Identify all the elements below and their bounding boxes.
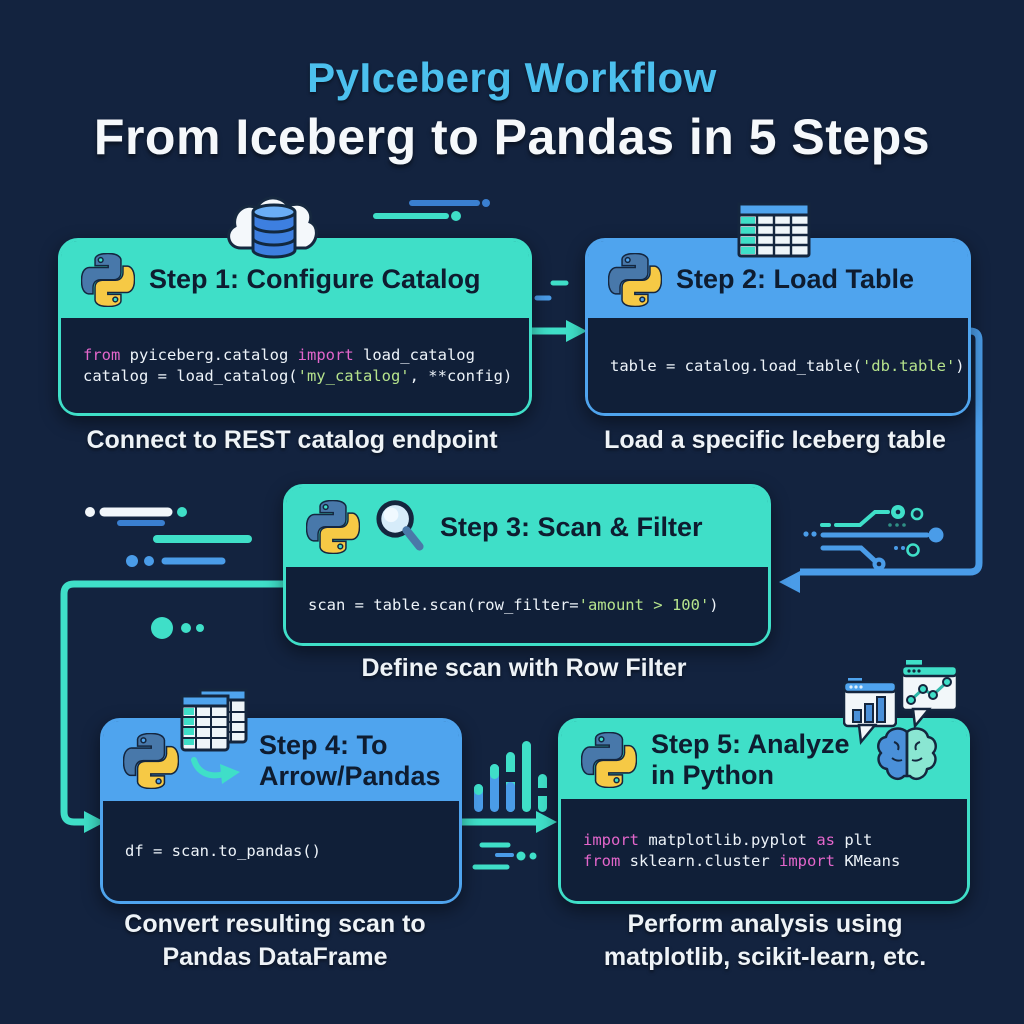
step1-code: from pyiceberg.catalog import load_catal… (61, 318, 529, 413)
page-title: PyIceberg Workflow (307, 54, 717, 101)
step1-header: Step 1: Configure Catalog (61, 241, 529, 318)
circuit-icon (803, 505, 944, 571)
step4-title: Step 4: To Arrow/Pandas (259, 730, 441, 791)
step4-caption: Convert resulting scan to Pandas DataFra… (124, 910, 426, 971)
bar-chart-bubble-icon (843, 678, 897, 746)
decorative-dashes (373, 199, 490, 221)
step5-title: Step 5: Analyze in Python (651, 729, 850, 790)
page-subtitle: From Iceberg to Pandas in 5 Steps (93, 109, 931, 165)
step5-box: Step 5: Analyze in Python import matplot… (558, 718, 970, 904)
step2-header: Step 2: Load Table (588, 241, 968, 318)
line-chart-bubble-icon (901, 660, 959, 728)
python-icon (123, 733, 179, 789)
step2-caption: Load a specific Iceberg table (604, 426, 946, 454)
step4-code: df = scan.to_pandas() (103, 801, 459, 901)
spreadsheet-copy-icon (180, 688, 248, 784)
magnifier-icon (376, 500, 424, 551)
arrow-step2-to-step3 (800, 327, 983, 576)
brain-icon (877, 727, 937, 781)
table-icon (737, 202, 811, 258)
python-icon (608, 252, 662, 307)
curved-arrow-icon (191, 757, 227, 779)
step1-box: Step 1: Configure Catalog from pyiceberg… (58, 238, 532, 416)
step4-box: Step 4: To Arrow/Pandas df = scan.to_pan… (100, 718, 462, 904)
decorative-dashes (85, 507, 252, 567)
equalizer-bars-icon (472, 741, 548, 870)
step1-caption: Connect to REST catalog endpoint (86, 426, 498, 454)
step3-header: Step 3: Scan & Filter (286, 487, 768, 567)
step1-title: Step 1: Configure Catalog (149, 264, 481, 294)
decorative-dots (151, 617, 204, 639)
step5-caption: Perform analysis using matplotlib, sciki… (603, 910, 927, 971)
python-icon (306, 500, 360, 554)
python-icon (581, 732, 637, 788)
step3-code: scan = table.scan(row_filter='amount > 1… (286, 567, 768, 643)
step2-title: Step 2: Load Table (676, 264, 915, 294)
step3-caption: Define scan with Row Filter (361, 654, 687, 682)
arrow-step3-to-step4 (60, 580, 290, 826)
step2-code: table = catalog.load_table('db.table') (588, 318, 968, 413)
step3-box: Step 3: Scan & Filter scan = table.scan(… (283, 484, 771, 646)
step4-header: Step 4: To Arrow/Pandas (103, 721, 459, 801)
step2-box: Step 2: Load Table table = catalog.load_… (585, 238, 971, 416)
python-icon (81, 252, 135, 307)
cloud-database-icon (227, 196, 318, 259)
decorative-dashes (534, 280, 569, 301)
step3-title: Step 3: Scan & Filter (440, 511, 703, 542)
